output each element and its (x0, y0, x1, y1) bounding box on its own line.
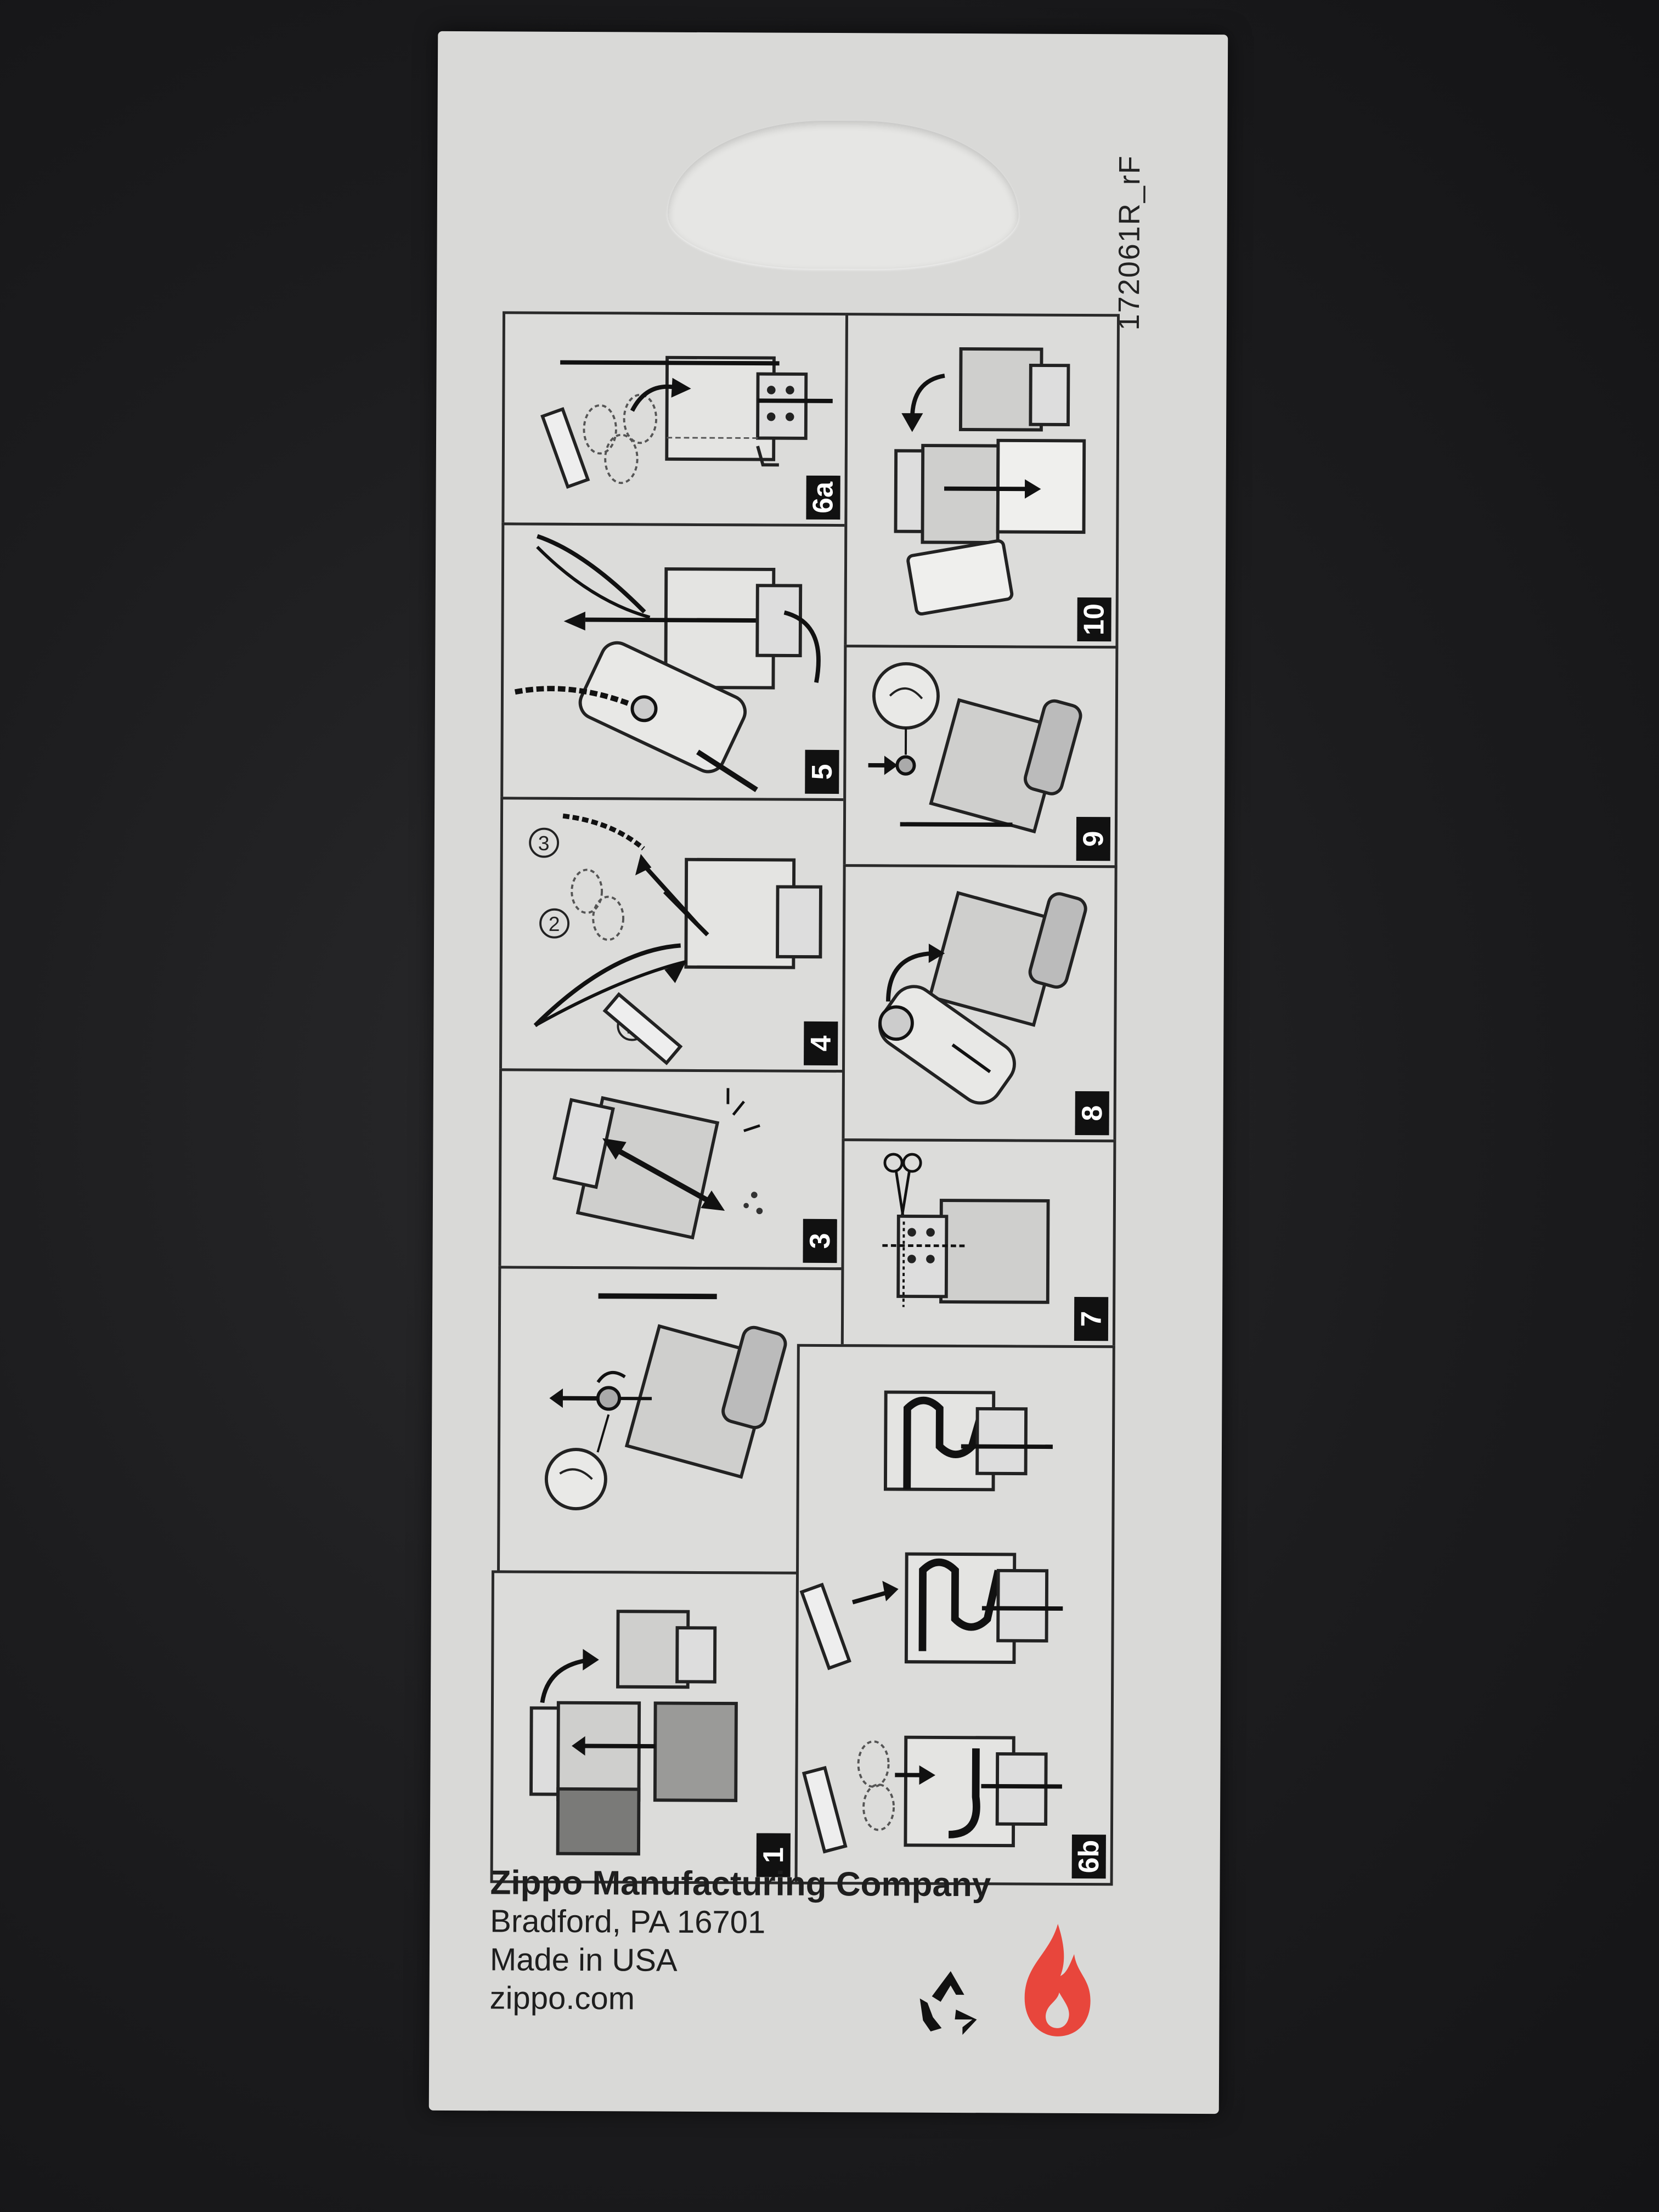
step-6a-panel: 6a (501, 311, 849, 527)
step-10-panel: 10 (844, 313, 1120, 649)
step-8-illustration (878, 891, 1087, 1105)
step-number: 9 (1076, 816, 1111, 861)
step-number: 7 (1074, 1296, 1109, 1341)
step-number: 10 (1077, 597, 1111, 642)
step-10-illustration (894, 347, 1086, 616)
svg-text:3: 3 (538, 832, 550, 855)
step-4-panel: 3 2 1 4 (499, 797, 847, 1073)
step-6b-panel: 6b (794, 1344, 1115, 1886)
step-1-illustration (529, 1610, 738, 1856)
company-city: Bradford, PA 16701 (490, 1903, 766, 1940)
company-origin: Made in USA (489, 1942, 678, 1978)
step-9-panel: 9 (843, 645, 1119, 868)
step-2-panel: 2 (497, 1266, 844, 1575)
step-number: 4 (804, 1021, 838, 1066)
step-5-illustration (514, 534, 821, 792)
step-number: 5 (805, 749, 839, 794)
step-3-panel: 3 (498, 1068, 845, 1271)
step-6b-illustration (799, 1390, 1063, 1854)
step-6a-illustration (540, 356, 833, 489)
step-7-panel: 7 (840, 1138, 1116, 1348)
flame-logo-icon (1024, 1923, 1091, 2036)
step-4-illustration: 3 2 1 (529, 813, 822, 1065)
svg-text:2: 2 (549, 912, 560, 935)
company-info: Zippo Manufacturing Company Bradford, PA… (489, 1864, 1093, 2020)
instruction-card: 172061R_rF 6a (428, 31, 1228, 2114)
recycle-icon (919, 1971, 977, 2035)
step-number: 8 (1075, 1091, 1109, 1136)
company-name: Zippo Manufacturing Company (490, 1864, 991, 1904)
step-5-panel: 5 (500, 522, 848, 802)
company-website: zippo.com (489, 1980, 635, 2017)
step-8-panel: 8 (842, 864, 1118, 1143)
step-number: 3 (803, 1218, 837, 1263)
step-7-illustration (882, 1153, 1050, 1307)
step-2-illustration (544, 1293, 787, 1510)
step-number: 6a (806, 475, 840, 520)
step-1-panel: 1 (490, 1570, 799, 1884)
step-3-illustration (552, 1088, 763, 1240)
step-9-illustration (868, 662, 1082, 834)
instruction-grid: 6a 5 3 2 (430, 31, 1228, 1911)
